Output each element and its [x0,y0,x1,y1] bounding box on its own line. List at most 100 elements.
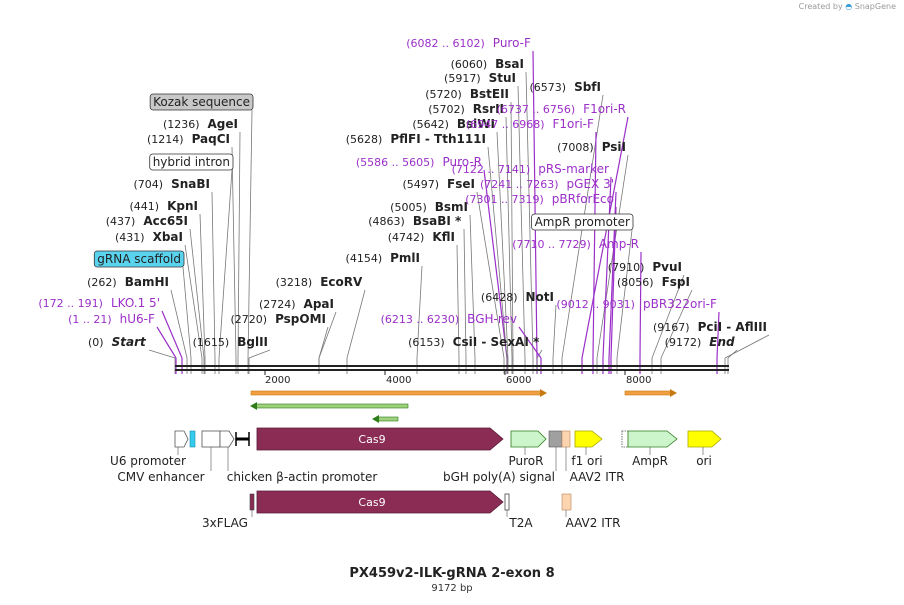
site-position: (0) [88,336,104,349]
leader-stui [517,85,526,359]
plasmid-title: PX459v2-ILK-gRNA 2-exon 8 [349,566,555,581]
leader-f1ori-r [581,116,629,359]
leader-bglii [248,349,271,359]
site-position: (437) [106,215,136,228]
site-position: (4742) [388,231,425,244]
u6-promoter-arrow [174,430,189,448]
puror-arrow [510,430,547,448]
site-name: pBRforEco [552,192,614,206]
leader-bsabi [463,228,467,359]
site-bsai: (6060)BsaI [451,57,524,71]
label-chicken-beta-actin-promoter: chicken β-actin promoter [227,470,378,484]
leader-pbr322ori-f [716,311,720,359]
leader-f1ori-f [592,131,597,359]
leader-bgh-rev [518,326,542,359]
leader-snabi [211,191,216,359]
site-puro-f: (6082 .. 6102)Puro-F [406,36,531,50]
label-t2a: T2A [508,516,533,530]
ampr-promoter-feature [621,430,629,448]
site-name: PaqCI [192,132,230,146]
site-name: PciI - AflIII [698,320,767,334]
leader-pmli [416,265,423,359]
leader-end [727,349,738,359]
leader-ampr-promoter [616,229,633,359]
leader-start [148,349,176,359]
cas9-label: Cas9 [358,433,385,446]
leader-ecorv [346,289,366,359]
feature-row-2: Cas9 [249,490,572,517]
grna-scaffold-feature [189,430,196,448]
site-name: RsrII [473,102,504,116]
leader-puro-f [532,50,538,359]
feature-box-label: Kozak sequence [153,95,250,109]
site-position: (7122 .. 7141) [452,163,531,176]
site-puro-r: (5586 .. 5605)Puro-R [356,155,482,169]
site-position: (6153) [408,336,445,349]
site-position: (1615) [193,336,230,349]
site-ampr-promoter: AmpR promoter [531,213,634,231]
site-pcii-afliii: (9167)PciI - AflIII [653,320,767,334]
feature-box [93,250,185,268]
site-name: pRS-marker [538,162,609,176]
leader-fspi [660,289,693,359]
site-f1ori-r: (6737 .. 6756)F1ori-R [497,102,626,116]
site-position: (5586 .. 5605) [356,156,435,169]
ampr-arrow [627,430,678,448]
leader-prs-marker [602,176,612,359]
site-name: End [709,335,735,349]
site-name: PvuI [652,260,682,274]
site-name: SnaBI [171,177,210,191]
site-name: BsiWI [457,117,495,131]
site-prs-marker: (7122 .. 7141) pRS-marker [452,162,609,176]
site-snabi: (704)SnaBI [134,177,211,191]
site-position: (4154) [346,252,383,265]
site-pvui: (7910)PvuI [608,260,682,274]
site-name: LKO.1 5' [111,296,160,310]
brand-name: SnapGene [854,2,896,11]
snapgene-logo-icon: ◓ [845,2,853,11]
site-position: (5917) [444,72,481,85]
leader-amp-r [639,251,642,359]
aav2-itr-feature-row2 [561,493,572,511]
site-name: PspOMI [275,312,326,326]
site-name: EcoRV [320,275,363,289]
site-position: (5005) [390,201,427,214]
site-pspomi: (2720)PspOMI [230,312,326,326]
ori-arrow [687,430,722,448]
site-name: F1ori-R [583,102,626,116]
site-pbr322ori-f: (9012 .. 9031)pBR322ori-F [556,297,717,311]
site-name: PflFI - Tth111I [390,132,486,146]
site-name: BstEII [470,87,509,101]
site-hybrid-intron: hybrid intron [149,153,234,171]
site-position: (4863) [368,215,405,228]
site-paqci: (1214)PaqCI [147,132,230,146]
site-position: (6060) [451,58,488,71]
site-position: (5702) [428,103,465,116]
site-position: (6082 .. 6102) [406,37,485,50]
site-name: Amp-R [599,237,639,251]
site-name: ApaI [304,297,334,311]
site-position: (7008) [557,141,594,154]
label-aav2-itr: AAV2 ITR [570,470,625,484]
label-cmv-enhancer: CMV enhancer [117,470,204,484]
site-position: (5720) [425,88,462,101]
label-ampr: AmpR [632,454,668,468]
label-u6-promoter: U6 promoter [110,454,186,468]
site-position: (6213 .. 6230) [381,313,460,326]
site-acc65i: (437)Acc65I [106,214,188,228]
leader-psii [596,154,629,359]
leader-bsiwi [496,131,509,359]
leader-agei [237,131,241,359]
site-name: CsiI - SexAI * [453,335,540,349]
leader-rsrii [505,116,513,359]
leader-paqci [231,146,237,359]
site-name: hU6-F [120,312,155,326]
site-amp-r: (7710 .. 7729)Amp-R [512,237,639,251]
label-f1-ori: f1 ori [571,454,602,468]
site-grna-scaffold: gRNA scaffold [93,250,185,268]
site-name: StuI [489,71,516,85]
leader-pbrforeco [610,206,617,359]
site-bsiwi: (5642)BsiWI [412,117,495,131]
site-position: (262) [87,276,117,289]
